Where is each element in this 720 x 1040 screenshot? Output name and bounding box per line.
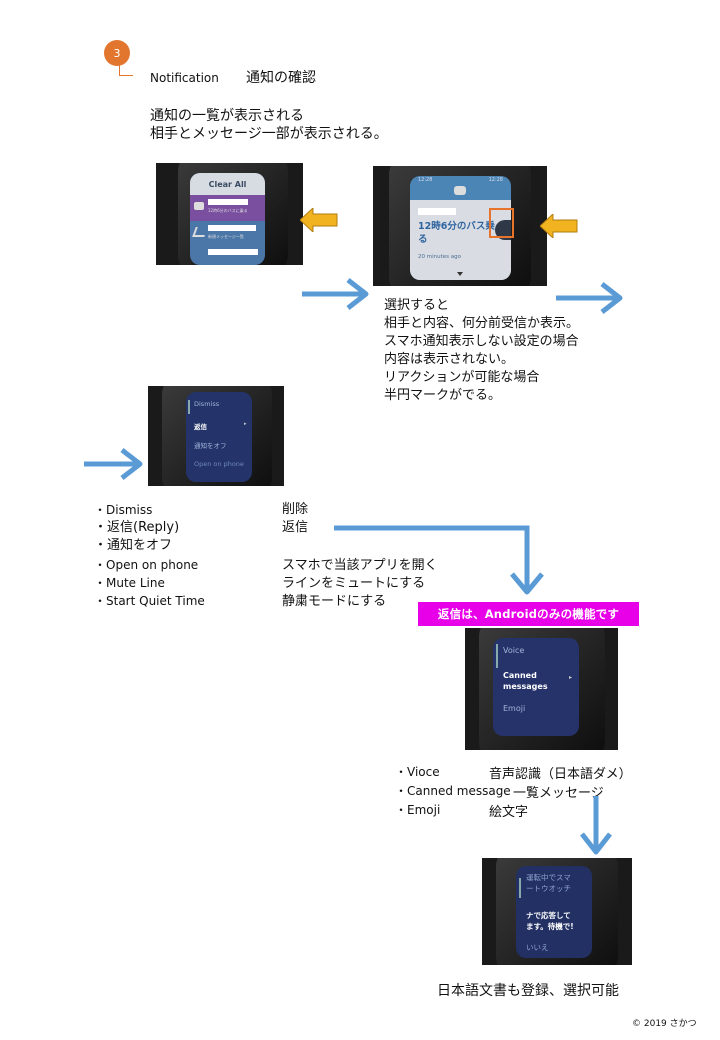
message-text: 12時6分のバス乗る (418, 221, 495, 245)
watch-photo-notification-detail: 12:28 12:28 12時6分のバス乗る 20 minutes ago (373, 166, 547, 286)
chevron-right-icon: ▸ (244, 421, 247, 427)
reply-option-emoji[interactable]: Emoji (503, 704, 526, 713)
yellow-arrow-icon (540, 214, 578, 238)
blue-arrow-down-icon (580, 796, 612, 855)
highlight-box (489, 208, 514, 238)
menu-item-open-on-phone[interactable]: Open on phone (194, 460, 244, 468)
notification-item-3[interactable] (190, 245, 265, 265)
reply-option-canned[interactable]: Canned messages (503, 671, 548, 691)
selection-note: 選択すると 相手と内容、何分前受信か表示。 スマホ通知表示しない設定の場合 内容… (384, 298, 580, 403)
notification-item-2[interactable]: 新規メッセージ一覧 (190, 221, 265, 245)
time-left: 12:28 (418, 177, 433, 183)
message-card[interactable]: 12時6分のバス乗る 20 minutes ago (410, 200, 511, 280)
blue-arrow-right-icon (84, 448, 143, 480)
section-title: 通知の確認 (246, 70, 316, 86)
trend-icon (192, 227, 208, 237)
scroll-down-icon (457, 272, 463, 276)
menu-item-notification-off[interactable]: 通知をオフ (194, 442, 227, 450)
blue-arrow-right-icon (556, 282, 623, 314)
yellow-arrow-icon (300, 208, 338, 232)
notification-item-1[interactable]: 12時6分のバスに乗る (190, 195, 265, 221)
reply-option-voice[interactable]: Voice (503, 646, 525, 655)
menu-item-reply[interactable]: 返信 (194, 423, 207, 431)
section-label: Notification (150, 71, 219, 85)
line-app-icon (194, 202, 204, 210)
android-only-banner: 返信は、Androidのみの機能です (418, 602, 639, 626)
chevron-right-icon: ▸ (569, 674, 573, 681)
action-descriptions: 削除 返信 スマホで当該アプリを開く ラインをミュートにする 静粛モードにする (282, 502, 438, 609)
watch-photo-notification-list: Clear All 12時6分のバスに乗る 新規メッセージ一覧 (156, 163, 303, 265)
watch-photo-action-menu: Dismiss 返信 ▸ 通知をオフ Open on phone (148, 386, 284, 486)
reaction-half-circle-icon[interactable] (495, 220, 511, 240)
badge-connector-horizontal (119, 75, 133, 76)
message-age: 20 minutes ago (418, 254, 461, 260)
line-app-icon (454, 186, 466, 195)
watch-photo-reply-menu: Voice Canned messages ▸ Emoji (465, 628, 618, 750)
blue-arrow-right-icon (302, 278, 369, 310)
copyright: © 2019 さかつ (632, 1019, 697, 1029)
footer-note: 日本語文書も登録、選択可能 (437, 983, 619, 999)
intro-line-1: 通知の一覧が表示される (150, 108, 304, 124)
action-list: ・Dismiss ・返信(Reply) ・通知をオフ ・Open on phon… (94, 503, 205, 609)
intro-line-2: 相手とメッセージ一部が表示される。 (150, 126, 388, 142)
clear-all-header[interactable]: Clear All (190, 173, 265, 195)
time-right: 12:28 (488, 177, 503, 183)
blue-elbow-arrow-icon (334, 525, 544, 595)
step-number-badge: 3 (104, 40, 130, 66)
menu-item-dismiss[interactable]: Dismiss (194, 400, 220, 408)
badge-connector (119, 64, 120, 76)
watch-photo-canned-message: 運転中でスマ ートウオッチ ナで応答して ます。待機で! いいえ (482, 858, 632, 965)
